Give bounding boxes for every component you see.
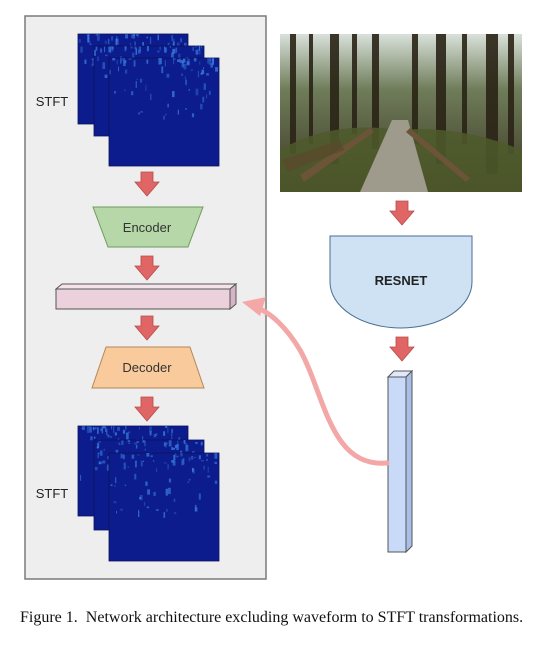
figure-caption: Figure 1. Network architecture excluding… <box>20 606 538 629</box>
feature-injection-connector <box>242 297 390 466</box>
latent-bottleneck <box>54 282 238 311</box>
stft-input-label: STFT <box>36 94 69 109</box>
image-feature-vector <box>386 369 414 554</box>
arrow-down-icon <box>134 396 160 422</box>
architecture-diagram: STFT Encoder Decoder STFT <box>24 15 522 580</box>
arrow-down-icon <box>134 255 160 281</box>
caption-text: Network architecture excluding waveform … <box>85 609 524 626</box>
arrow-down-icon <box>389 200 415 226</box>
decoder-label: Decoder <box>122 360 172 375</box>
arrow-down-icon <box>134 315 160 341</box>
resnet-label: RESNET <box>375 273 428 288</box>
arrow-down-icon <box>389 336 415 362</box>
resnet-block <box>329 235 473 329</box>
spectrogram-frame <box>108 57 220 167</box>
stft-output-label: STFT <box>36 486 69 501</box>
spectrogram-frame <box>108 452 220 562</box>
figure-label: Figure 1. <box>20 609 78 626</box>
decoder-block <box>91 346 205 389</box>
encoder-label: Encoder <box>123 220 172 235</box>
input-photo <box>280 34 522 192</box>
encoder-block <box>92 206 204 248</box>
stft-output-stack <box>77 425 220 562</box>
arrow-down-icon <box>134 171 160 197</box>
arrow-head-icon <box>242 297 266 316</box>
stft-input-stack <box>77 33 220 167</box>
